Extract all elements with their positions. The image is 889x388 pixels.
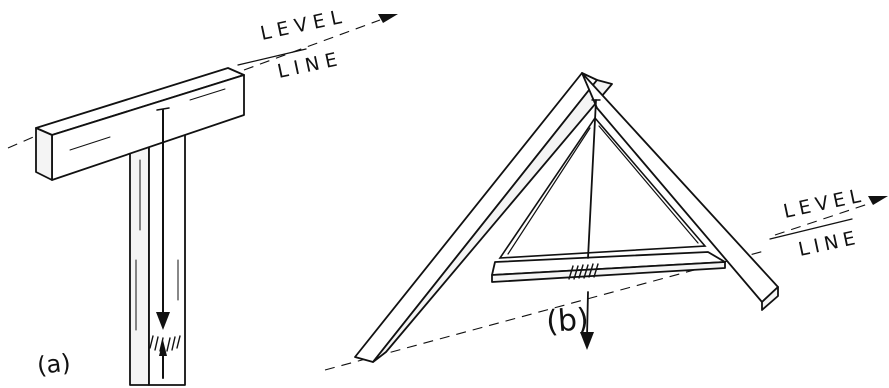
a-left-leg [354,72,613,363]
t-crossbar [35,67,245,181]
a-inner-opening [498,116,707,259]
a-crossbar [491,251,726,283]
t-stem [129,130,186,386]
t-level [7,14,398,386]
a-right-leg [581,72,779,311]
label-a: (a) [36,349,72,380]
level-line-a-left [7,134,39,149]
label-b: (b) [545,302,590,340]
level-line-b-word2: LINE [796,226,862,260]
a-frame-level [324,72,888,371]
level-line-a-word1: LEVEL [258,5,349,45]
level-line-b-tail [774,199,881,236]
level-line-b-word1: LEVEL [781,184,867,223]
level-line-a-right [243,19,381,71]
level-line-a-arrowhead [378,14,398,23]
level-line-a-word2: LINE [275,48,345,83]
t-center-marks [149,335,181,379]
level-line-b-divider [769,218,853,240]
level-line-b-arrowhead [868,196,888,205]
t-plumb-line [156,107,170,330]
a-plumb-line [580,99,601,350]
level-line-a-divider [237,48,307,66]
a-center-marks [568,263,599,280]
